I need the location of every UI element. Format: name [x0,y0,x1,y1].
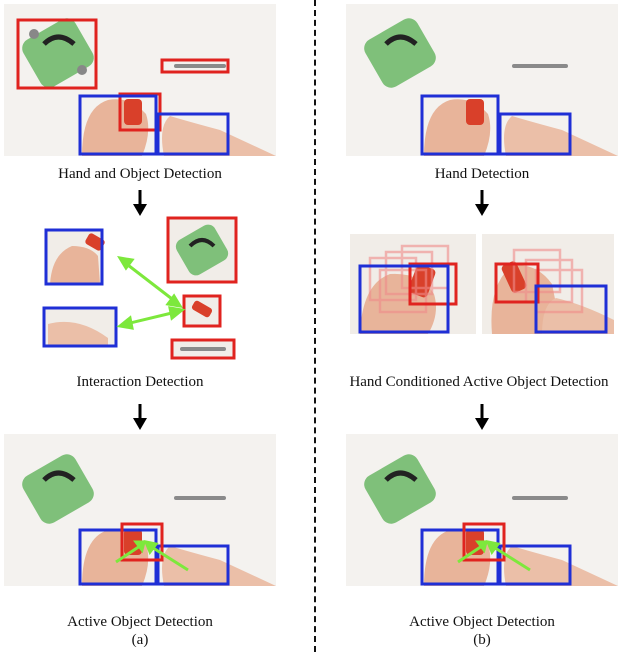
pencil-object [174,64,226,68]
object-crop-suitcase [166,216,238,284]
hand-box-2 [534,284,608,334]
flow-arrow-right-2 [475,404,489,430]
hand-box-left [78,94,158,156]
panel-interaction-detection [34,214,244,364]
object-box-pencil [160,58,230,74]
scene-interaction [42,216,238,360]
flow-arrow-left-1 [133,190,147,216]
scene-active-object-a [22,454,276,586]
caption-hand-object-detection: Hand and Object Detection [58,166,222,182]
hand-box-left [78,528,158,586]
hand-object-arrows [457,539,531,572]
hand-box-right [498,544,572,586]
caption-hand-detection: Hand Detection [434,166,530,182]
scene-hand-conditioned [350,234,614,334]
hand-box-right [156,544,230,586]
object-crop-pencil [170,338,236,360]
hand-crop-box-2 [42,306,118,348]
hand-box-1 [358,264,450,334]
active-object-box-2 [494,262,540,304]
sublabel-b: (b) [473,632,491,648]
hand-crop-box-1 [44,228,104,286]
hand-box-left [420,94,500,156]
panel-hand-object-detection [4,4,276,156]
object-box-suitcase [16,18,98,90]
column-divider [314,0,316,652]
panel-hand-detection [346,4,618,156]
object-box-marker [118,92,162,132]
marker-object [124,99,142,125]
flow-arrow-right-1 [475,190,489,216]
caption-active-object-detection-a: Active Object Detection [67,614,213,630]
active-object-box [120,522,164,562]
hand-box-right [498,112,572,156]
scene-active-object-b [364,454,618,586]
scene-hand-detection [364,18,618,156]
hand-box-left [420,528,500,586]
scene-hand-object [16,18,276,156]
panel-active-object-detection-b [346,434,618,586]
sublabel-a: (a) [131,632,149,648]
caption-interaction-detection: Interaction Detection [76,374,204,390]
right-hand [162,116,276,156]
caption-hand-conditioned-detection: Hand Conditioned Active Object Detection [349,374,609,390]
flow-arrow-left-2 [133,404,147,430]
object-crop-marker [182,294,222,328]
active-object-box-1 [408,262,458,306]
hand-object-arrows [115,539,189,572]
hand-box-right [156,112,230,156]
active-object-box [462,522,506,562]
panel-active-object-detection-a [4,434,276,586]
panel-hand-conditioned-detection [346,230,618,340]
interaction-arrows [116,255,186,330]
caption-active-object-detection-b: Active Object Detection [409,614,555,630]
suitcase-object [22,18,94,88]
